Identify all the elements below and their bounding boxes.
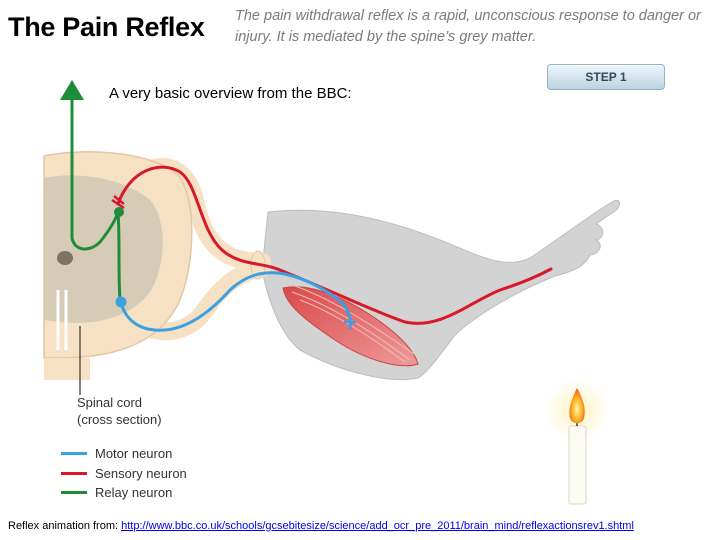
spinal-cord-label: Spinal cord (cross section)	[77, 394, 162, 428]
footer-prefix: Reflex animation from:	[8, 520, 122, 532]
slide-subtitle: The pain withdrawal reflex is a rapid, u…	[235, 8, 701, 45]
cord-label-line1: Spinal cord	[77, 395, 143, 410]
motor-neuron	[119, 271, 352, 332]
bbc-source-link[interactable]: http://www.bbc.co.uk/schools/gcsebitesiz…	[121, 520, 634, 532]
legend-item-relay: Relay neuron	[61, 483, 187, 503]
flame-icon	[569, 388, 585, 424]
legend-label-sensory: Sensory neuron	[95, 465, 187, 481]
slide-title: The Pain Reflex	[8, 12, 205, 42]
neuron-legend: Motor neuron Sensory neuron Relay neuron	[61, 444, 187, 503]
motor-cell-body	[115, 296, 127, 308]
sensory-synapse-marker	[111, 195, 125, 210]
sensory-neuron	[116, 165, 553, 325]
legend-swatch-sensory	[61, 471, 87, 475]
legend-swatch-motor	[61, 452, 87, 456]
step-1-button[interactable]: STEP 1	[547, 64, 665, 90]
relay-cell-body	[114, 207, 124, 217]
legend-item-motor: Motor neuron	[61, 444, 187, 464]
overview-text: A very basic overview from the BBC:	[109, 85, 352, 102]
relay-neuron	[70, 96, 122, 302]
footer-source: Reflex animation from: http://www.bbc.co…	[8, 520, 634, 532]
cord-label-line2: (cross section)	[77, 412, 162, 427]
legend-label-relay: Relay neuron	[95, 485, 173, 501]
legend-item-sensory: Sensory neuron	[61, 464, 187, 484]
relay-up-arrow-icon	[60, 80, 84, 100]
legend-swatch-relay	[61, 491, 87, 495]
legend-label-motor: Motor neuron	[95, 446, 173, 462]
